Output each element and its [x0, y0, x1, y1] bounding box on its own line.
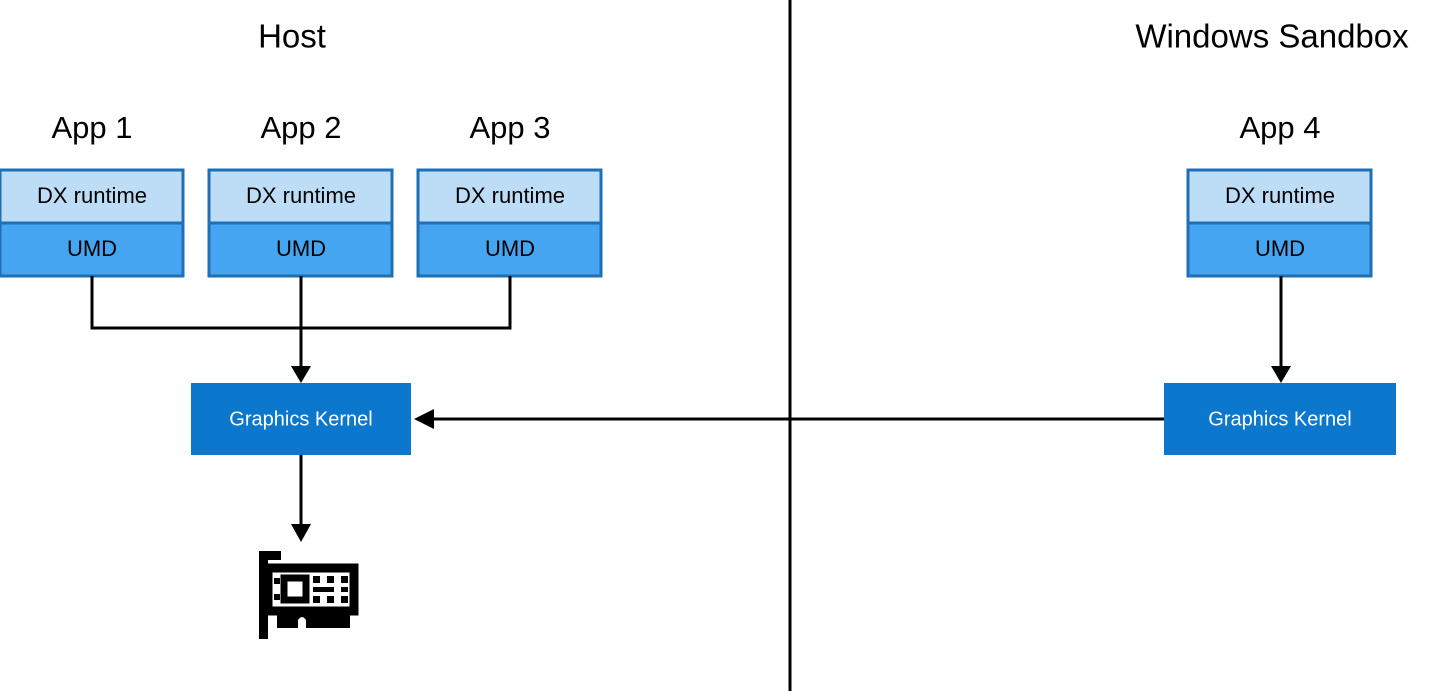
graphics-kernel-sandbox[interactable]: Graphics Kernel: [1164, 383, 1396, 455]
gpu-card-icon: [259, 551, 359, 639]
zone-title-host: Host: [258, 18, 326, 55]
app-stack-app2[interactable]: DX runtime UMD: [207, 168, 394, 278]
dx-runtime-label-app2: DX runtime: [246, 183, 356, 208]
app-stack-app4[interactable]: DX runtime UMD: [1186, 168, 1373, 278]
app-stack-app1[interactable]: DX runtime UMD: [0, 168, 185, 278]
app-title-app1: App 1: [51, 110, 132, 145]
dx-runtime-label-app1: DX runtime: [37, 183, 147, 208]
dx-runtime-label-app4: DX runtime: [1225, 183, 1335, 208]
graphics-kernel-sandbox-label: Graphics Kernel: [1208, 408, 1351, 430]
dx-runtime-label-app3: DX runtime: [455, 183, 565, 208]
app-title-app3: App 3: [469, 110, 550, 145]
umd-label-app1: UMD: [67, 236, 117, 261]
arrow-head-sandbox-kernel-top: [1271, 366, 1291, 383]
arrow-head-host-kernel-top: [291, 366, 311, 383]
graphics-kernel-host[interactable]: Graphics Kernel: [191, 383, 411, 455]
graphics-kernel-host-box[interactable]: [191, 383, 411, 455]
graphics-kernel-host-label: Graphics Kernel: [229, 408, 372, 430]
app-stack-app3[interactable]: DX runtime UMD: [416, 168, 603, 278]
arrow-head-host-kernel-right: [414, 409, 434, 429]
dx-runtime-box-app1[interactable]: [0, 168, 185, 225]
umd-label-app4: UMD: [1255, 236, 1305, 261]
arrow-head-gpu-top: [291, 524, 311, 542]
umd-label-app3: UMD: [485, 236, 535, 261]
zone-title-sandbox: Windows Sandbox: [1135, 18, 1409, 55]
dx-runtime-box-app2[interactable]: [207, 168, 394, 225]
umd-label-app2: UMD: [276, 236, 326, 261]
graphics-kernel-sandbox-box[interactable]: [1164, 383, 1396, 455]
app-title-app4: App 4: [1239, 110, 1320, 145]
umd-box-app1[interactable]: [0, 221, 185, 278]
app-title-app2: App 2: [260, 110, 341, 145]
